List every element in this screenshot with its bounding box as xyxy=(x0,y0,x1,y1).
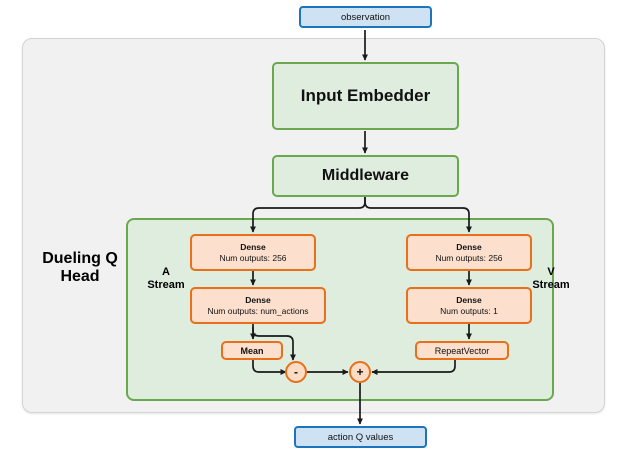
v-dense-1-subtitle: Num outputs: 1 xyxy=(440,305,498,316)
dueling-q-head-title-text: Dueling Q Head xyxy=(42,250,118,286)
arrow-middleware-to-v-dense1 xyxy=(364,196,472,233)
v-stream-label: V Stream xyxy=(524,266,578,291)
a-stream-label: A Stream xyxy=(139,266,193,291)
v-dense-256-subtitle: Num outputs: 256 xyxy=(435,252,503,263)
a-dense-numactions-subtitle: Num outputs: num_actions xyxy=(207,305,309,316)
v-dense-1-title: Dense xyxy=(456,294,482,305)
action-q-values-label: action Q values xyxy=(327,431,394,443)
v-stream-label-line1: V xyxy=(547,266,555,278)
a-dense-256-node[interactable]: Dense Num outputs: 256 xyxy=(190,234,316,271)
dueling-q-head-title: Dueling Q Head xyxy=(34,250,126,287)
v-dense-256-title: Dense xyxy=(456,241,482,252)
arrow-group xyxy=(250,30,472,425)
v-dense-1-node[interactable]: Dense Num outputs: 1 xyxy=(406,287,532,324)
add-operator-symbol: + xyxy=(356,365,364,379)
a-dense-256-subtitle: Num outputs: 256 xyxy=(219,252,287,263)
add-operator-node[interactable]: + xyxy=(349,361,371,383)
input-embedder-label: Input Embedder xyxy=(300,86,431,105)
a-stream-label-line1: A xyxy=(162,266,170,278)
a-dense-numactions-node[interactable]: Dense Num outputs: num_actions xyxy=(190,287,326,324)
observation-node[interactable]: observation xyxy=(299,6,432,28)
input-embedder-node[interactable]: Input Embedder xyxy=(272,62,459,130)
v-dense-256-node[interactable]: Dense Num outputs: 256 xyxy=(406,234,532,271)
middleware-label: Middleware xyxy=(321,167,410,184)
mean-node[interactable]: Mean xyxy=(221,341,283,360)
a-stream-label-line2: Stream xyxy=(147,278,185,291)
repeatvector-label: RepeatVector xyxy=(434,345,490,356)
v-stream-label-line2: Stream xyxy=(532,278,570,291)
subtract-operator-symbol: - xyxy=(294,365,298,379)
a-dense-256-title: Dense xyxy=(240,241,266,252)
arrow-repeatvector-to-plus xyxy=(371,360,456,375)
mean-label: Mean xyxy=(240,345,264,356)
arrow-a-dense2-to-minus xyxy=(252,327,296,361)
arrow-middleware-to-a-dense1 xyxy=(250,196,366,233)
middleware-node[interactable]: Middleware xyxy=(272,155,459,197)
subtract-operator-node[interactable]: - xyxy=(285,361,307,383)
arrow-mean-to-minus xyxy=(252,360,287,375)
repeatvector-node[interactable]: RepeatVector xyxy=(415,341,509,360)
observation-label: observation xyxy=(340,11,391,23)
action-q-values-node[interactable]: action Q values xyxy=(294,426,427,448)
a-dense-numactions-title: Dense xyxy=(245,294,271,305)
